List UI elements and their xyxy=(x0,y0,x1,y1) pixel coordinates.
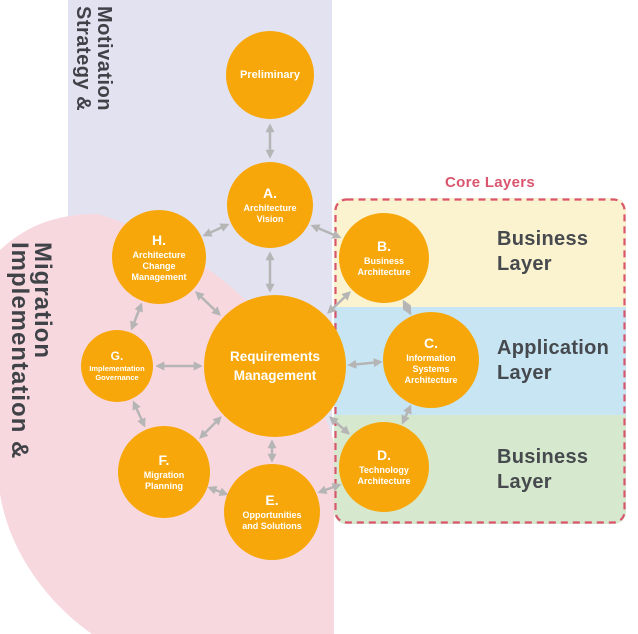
connector-arrow xyxy=(207,485,229,497)
phase-label-line: Architecture xyxy=(132,249,186,260)
connector-arrow xyxy=(310,224,342,239)
phase-label-line: and Solutions xyxy=(242,521,302,531)
phase-label-line: Architecture xyxy=(243,203,297,213)
phase-label-line: Governance xyxy=(95,373,139,382)
core-layers-box: Business Layer Application Layer Busines… xyxy=(334,198,626,524)
connector-arrow xyxy=(199,416,222,439)
phase-label-line: Business xyxy=(363,256,405,266)
phase-label-line: Management xyxy=(131,271,187,282)
phase-letter: B. xyxy=(377,238,391,254)
requirements-management-circle: Requirements Management xyxy=(204,295,346,437)
phase-label-line: Change xyxy=(142,260,176,271)
core-layers-title: Core Layers xyxy=(444,174,535,191)
phase-label-line: Architecture xyxy=(404,374,458,385)
region-label-line: Implementation & xyxy=(6,242,33,460)
phase-letter: E. xyxy=(265,492,279,508)
region-label-line: Motivation xyxy=(93,6,115,111)
phase-label-line: Vision xyxy=(256,214,284,224)
phase-label-line: Management xyxy=(233,368,317,383)
connector-arrow xyxy=(347,358,383,369)
connector-arrow xyxy=(327,291,351,314)
phase-c-circle: C. Information Systems Architecture xyxy=(383,312,479,408)
phase-d-circle: D. Technology Architecture xyxy=(339,422,429,512)
phase-label-line: Technology xyxy=(359,465,409,475)
phase-label-line: Opportunities xyxy=(242,510,302,520)
phase-label-line: Migration xyxy=(143,470,185,480)
phase-label-line: Requirements xyxy=(229,349,321,364)
phase-preliminary-circle: Preliminary xyxy=(226,31,314,119)
connector-arrow xyxy=(402,299,412,316)
phase-label-line: Preliminary xyxy=(240,68,300,81)
phase-label-line: Planning xyxy=(145,481,183,491)
implementation-migration-label: Implementation & Migration xyxy=(6,242,56,502)
phase-a-circle: A. Architecture Vision xyxy=(227,162,313,248)
phase-h-circle: H. Architecture Change Management xyxy=(112,210,206,304)
phase-letter: A. xyxy=(263,185,277,201)
connector-arrow xyxy=(328,416,351,435)
phase-b-circle: B. Business Architecture xyxy=(339,213,429,303)
phase-label-line: Architecture xyxy=(357,476,411,486)
phase-g-circle: G. Implementation Governance xyxy=(81,330,153,402)
phase-letter: F. xyxy=(158,452,170,468)
phase-letter: D. xyxy=(377,447,391,463)
connector-arrow xyxy=(130,302,143,331)
phase-letter: C. xyxy=(424,334,438,351)
phase-letter: H. xyxy=(152,231,166,248)
connector-arrow xyxy=(401,404,412,425)
region-label-line: Migration xyxy=(29,242,56,359)
connector-arrow xyxy=(195,291,221,316)
phase-f-circle: F. Migration Planning xyxy=(118,426,210,518)
phase-letter: G. xyxy=(110,349,124,363)
connector-arrow xyxy=(132,400,146,428)
strategy-motivation-label: Strategy & Motivation xyxy=(72,6,115,156)
connector-arrow xyxy=(317,482,342,495)
connector-arrow xyxy=(202,223,230,237)
phase-label-line: Architecture xyxy=(357,267,411,277)
region-label-line: Strategy & xyxy=(72,6,94,112)
phase-label-line: Systems xyxy=(412,363,450,374)
phase-label-line: Implementation xyxy=(89,364,145,373)
phase-e-circle: E. Opportunities and Solutions xyxy=(224,464,320,560)
phase-label-line: Information xyxy=(406,352,456,363)
